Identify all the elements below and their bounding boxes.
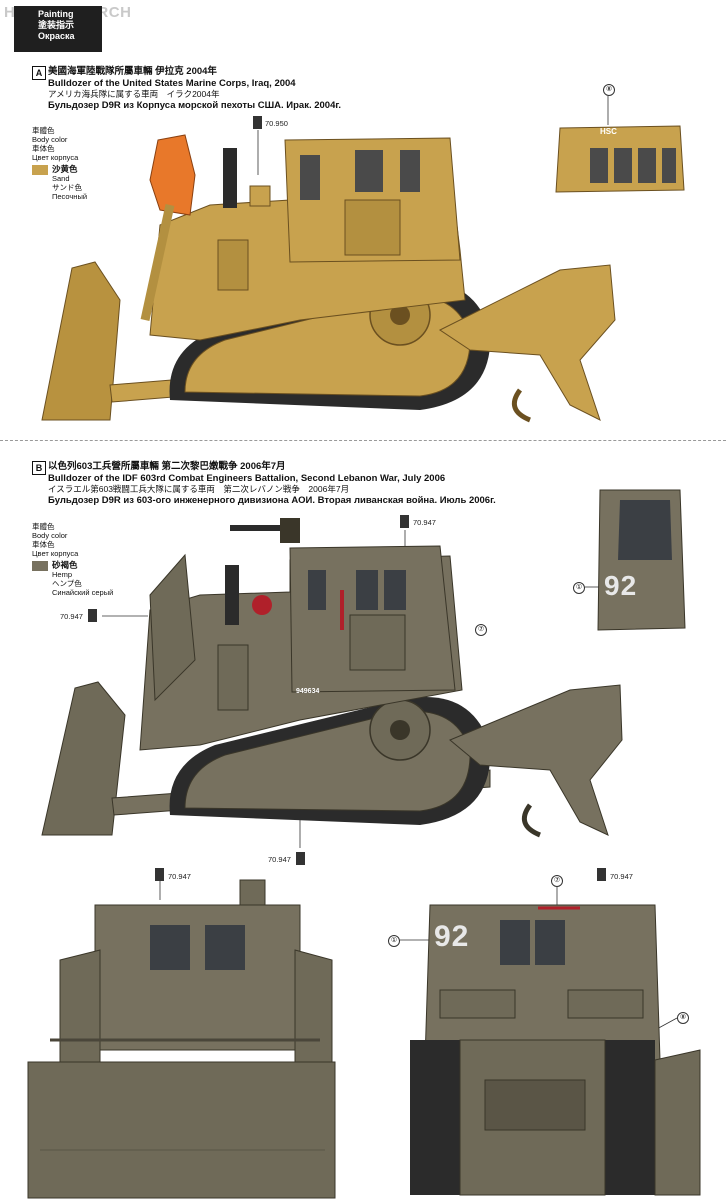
paint-bottle-icon — [597, 868, 606, 881]
paint-sand-en: Sand — [52, 174, 70, 183]
section-a-title-ru: Бульдозер D9R из Корпуса морской пехоты … — [48, 100, 342, 111]
section-b-title-zh: 以色列603工兵營所屬車輛 第二次黎巴嫩戰争 2006年7月 — [48, 461, 286, 472]
badge-line-ja: 塗装指示 — [38, 20, 75, 30]
plate-number: 949634 — [296, 688, 320, 695]
legend-body-color-ru: Цвет корпуса — [32, 549, 79, 558]
legend-body-color-ru: Цвет корпуса — [32, 153, 79, 162]
section-a-paint-code: 70.950 — [265, 119, 288, 128]
section-a-title-ja: アメリカ海兵隊に属する車両 イラク2004年 — [48, 89, 220, 99]
number-92-rear: 92 — [434, 920, 470, 953]
callout-8-a: ⑧ — [603, 84, 615, 96]
badge-line-ru: Окраска — [38, 31, 75, 41]
section-a-title-en: Bulldozer of the United States Marine Co… — [48, 78, 296, 89]
legend-body-color-en: Body color — [32, 531, 68, 540]
paint-bottle-icon — [155, 868, 164, 881]
bulldozer-b-cab-view — [585, 489, 686, 631]
paint-code-top: 70.947 — [413, 518, 436, 527]
paint-sand-zh: 沙黄色 — [52, 164, 78, 174]
section-a-title-zh: 美國海軍陸戰隊所屬車輛 伊拉克 2004年 — [48, 66, 217, 77]
section-divider — [0, 440, 726, 441]
legend-body-color-zh: 車體色 — [32, 126, 55, 135]
paint-bottle-icon — [400, 515, 409, 528]
paint-sand-ja: サンド色 — [52, 183, 82, 192]
section-b-letter: B — [32, 461, 46, 475]
swatch-hemp — [32, 561, 48, 571]
callout-7-side: ⑦ — [475, 624, 487, 636]
section-b-title-en: Bulldozer of the IDF 603rd Combat Engine… — [48, 473, 446, 484]
callout-7-rear: ⑦ — [551, 875, 563, 887]
badge-line-en: Painting — [38, 9, 74, 19]
painting-badge: Painting 塗装指示 Окраска — [14, 6, 102, 52]
paint-hemp-zh: 砂褐色 — [52, 560, 78, 570]
paint-sand-ru: Песочный — [52, 192, 88, 201]
paint-hemp-ru: Синайский серый — [52, 588, 114, 597]
bulldozer-b-side-view — [41, 518, 623, 848]
bulldozer-a-cab-view — [555, 96, 685, 193]
legend-body-color-ja: 車体色 — [32, 144, 55, 153]
section-b-title-ja: イスラエル第603戦闘工兵大隊に属する車両 第二次レバノン戦争 2006年7月 — [48, 484, 350, 494]
section-b-legend: 車體色 Body color 車体色 Цвет корпуса 砂褐色 Hemp… — [32, 522, 113, 597]
cab-label-hsc: HSC — [600, 127, 617, 136]
paint-hemp-ja: ヘンプ色 — [52, 579, 82, 588]
callout-1-cab: ① — [573, 582, 585, 594]
paint-code-rear: 70.947 — [610, 872, 633, 881]
paint-hemp-en: Hemp — [52, 570, 73, 579]
paint-code-bottom: 70.947 — [268, 855, 291, 864]
section-a-legend: 車體色 Body color 車体色 Цвет корпуса 沙黄色 Sand… — [32, 126, 87, 201]
paint-code-front: 70.947 — [168, 872, 191, 881]
number-92-cab: 92 — [604, 570, 638, 601]
legend-body-color-en: Body color — [32, 135, 68, 144]
callout-1-rear: ① — [388, 935, 400, 947]
paint-bottle-icon — [253, 116, 262, 129]
legend-body-color-ja: 車体色 — [32, 540, 55, 549]
paint-bottle-icon — [88, 609, 97, 622]
paint-bottle-icon — [296, 852, 305, 865]
section-b-title-ru: Бульдозер D9R из 603-ого инженерного див… — [48, 495, 496, 506]
callout-8-rear: ⑧ — [677, 1012, 689, 1024]
paint-code-left: 70.947 — [60, 612, 83, 621]
bulldozer-a-side-view — [41, 130, 616, 423]
legend-body-color-zh: 車體色 — [32, 522, 55, 531]
section-a-letter: A — [32, 66, 46, 80]
swatch-sand — [32, 165, 48, 175]
